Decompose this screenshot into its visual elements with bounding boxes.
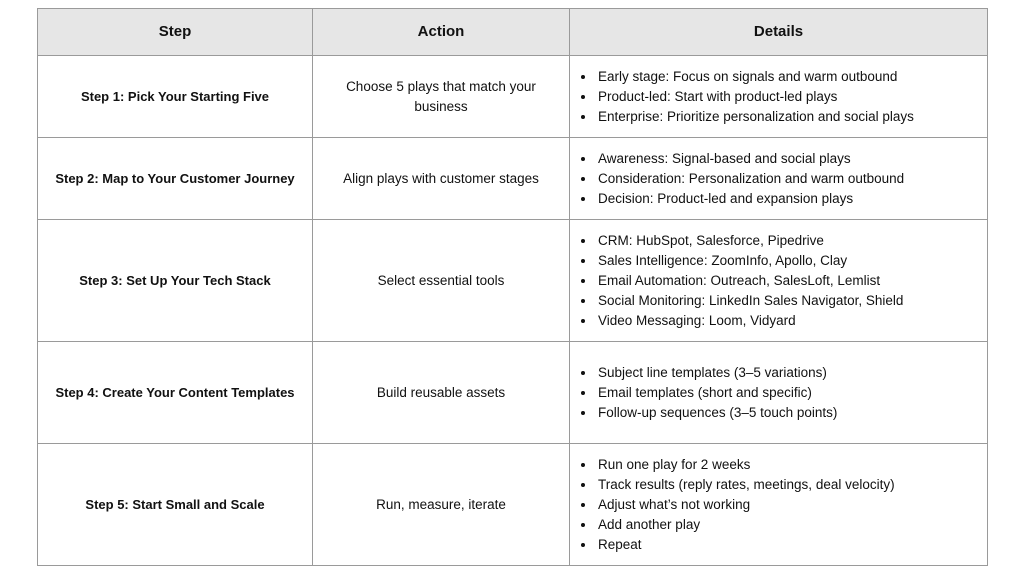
steps-table: Step Action Details Step 1: Pick Your St… (37, 8, 988, 566)
details-cell: Run one play for 2 weeks Track results (… (569, 443, 988, 566)
detail-item: Adjust what’s not working (596, 495, 977, 515)
action-cell: Choose 5 plays that match your business (312, 55, 570, 138)
step-cell: Step 5: Start Small and Scale (37, 443, 313, 566)
step-cell: Step 4: Create Your Content Templates (37, 341, 313, 444)
details-cell: Subject line templates (3–5 variations) … (569, 341, 988, 444)
step-cell: Step 2: Map to Your Customer Journey (37, 137, 313, 220)
details-cell: Early stage: Focus on signals and warm o… (569, 55, 988, 138)
detail-item: Email templates (short and specific) (596, 383, 977, 403)
details-list: Run one play for 2 weeks Track results (… (580, 455, 977, 555)
detail-item: Decision: Product-led and expansion play… (596, 189, 977, 209)
action-cell: Align plays with customer stages (312, 137, 570, 220)
detail-item: Add another play (596, 515, 977, 535)
detail-item: Follow-up sequences (3–5 touch points) (596, 403, 977, 423)
header-step: Step (37, 8, 313, 56)
detail-item: Email Automation: Outreach, SalesLoft, L… (596, 271, 977, 291)
detail-item: Repeat (596, 535, 977, 555)
header-row: Step Action Details (37, 8, 988, 56)
detail-item: Subject line templates (3–5 variations) (596, 363, 977, 383)
details-list: Subject line templates (3–5 variations) … (580, 363, 977, 423)
details-cell: Awareness: Signal-based and social plays… (569, 137, 988, 220)
detail-item: Product-led: Start with product-led play… (596, 87, 977, 107)
detail-item: Track results (reply rates, meetings, de… (596, 475, 977, 495)
details-list: Awareness: Signal-based and social plays… (580, 149, 977, 209)
details-list: CRM: HubSpot, Salesforce, Pipedrive Sale… (580, 231, 977, 331)
action-cell: Build reusable assets (312, 341, 570, 444)
details-cell: CRM: HubSpot, Salesforce, Pipedrive Sale… (569, 219, 988, 342)
table-row: Step 3: Set Up Your Tech Stack Select es… (37, 219, 988, 342)
detail-item: CRM: HubSpot, Salesforce, Pipedrive (596, 231, 977, 251)
header-action: Action (312, 8, 570, 56)
table-row: Step 2: Map to Your Customer Journey Ali… (37, 137, 988, 220)
detail-item: Awareness: Signal-based and social plays (596, 149, 977, 169)
details-list: Early stage: Focus on signals and warm o… (580, 67, 977, 127)
detail-item: Early stage: Focus on signals and warm o… (596, 67, 977, 87)
detail-item: Enterprise: Prioritize personalization a… (596, 107, 977, 127)
header-details: Details (569, 8, 988, 56)
table-row: Step 5: Start Small and Scale Run, measu… (37, 443, 988, 566)
detail-item: Social Monitoring: LinkedIn Sales Naviga… (596, 291, 977, 311)
detail-item: Video Messaging: Loom, Vidyard (596, 311, 977, 331)
step-cell: Step 3: Set Up Your Tech Stack (37, 219, 313, 342)
detail-item: Run one play for 2 weeks (596, 455, 977, 475)
detail-item: Sales Intelligence: ZoomInfo, Apollo, Cl… (596, 251, 977, 271)
action-cell: Select essential tools (312, 219, 570, 342)
detail-item: Consideration: Personalization and warm … (596, 169, 977, 189)
table-row: Step 4: Create Your Content Templates Bu… (37, 341, 988, 444)
table-row: Step 1: Pick Your Starting Five Choose 5… (37, 55, 988, 138)
action-cell: Run, measure, iterate (312, 443, 570, 566)
step-cell: Step 1: Pick Your Starting Five (37, 55, 313, 138)
